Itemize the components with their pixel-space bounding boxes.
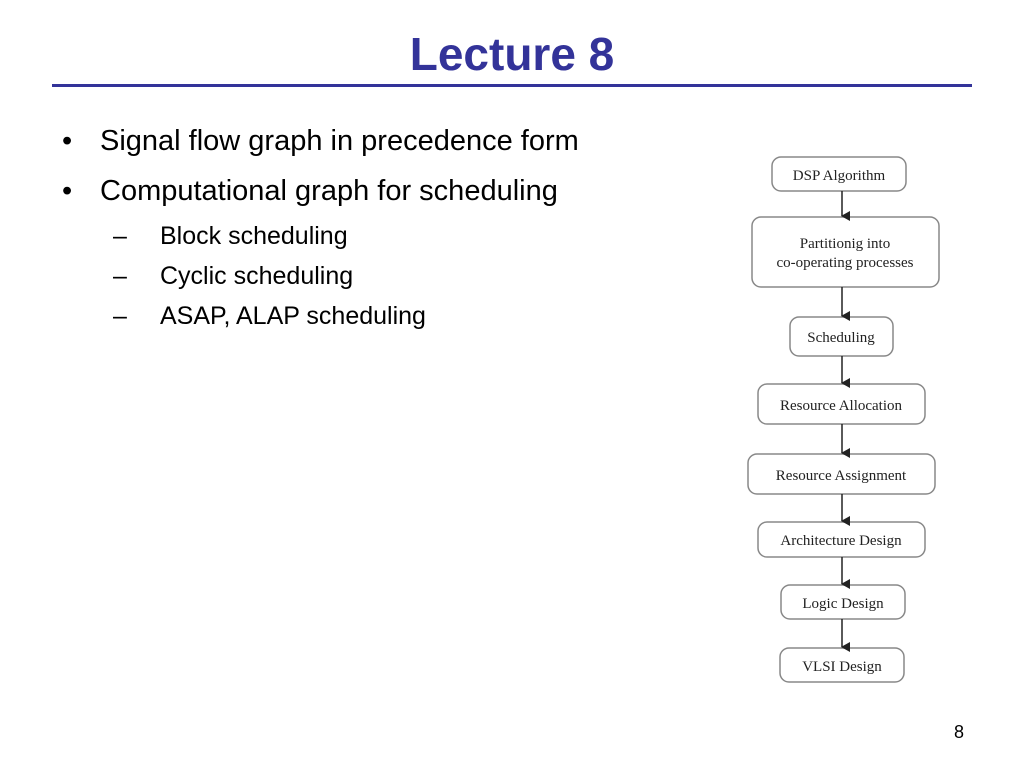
flow-label: Resource Allocation bbox=[780, 398, 903, 414]
flow-box-dsp-algorithm bbox=[771, 156, 907, 192]
bullet-text: Computational graph for scheduling bbox=[100, 175, 558, 207]
sub-bullet-item: Cyclic scheduling bbox=[113, 256, 579, 296]
flow-label: Resource Assignment bbox=[776, 468, 907, 484]
slide-title: Lecture 8 bbox=[409, 28, 615, 80]
design-flow-diagram: DSP Algorithm Partitionig into co-operat… bbox=[747, 156, 940, 683]
sub-bullet-item: Block scheduling bbox=[113, 216, 579, 256]
title-underline bbox=[52, 84, 972, 87]
bullet-item: Signal flow graph in precedence form bbox=[62, 116, 579, 166]
sub-bullet-list: Block scheduling Cyclic scheduling ASAP,… bbox=[100, 216, 579, 336]
bullet-list: Signal flow graph in precedence form Com… bbox=[62, 116, 579, 336]
sub-bullet-item: ASAP, ALAP scheduling bbox=[113, 296, 579, 336]
flow-label: co-operating processes bbox=[776, 255, 913, 271]
flow-label: VLSI Design bbox=[802, 659, 882, 675]
flow-label: Partitionig into bbox=[800, 236, 890, 252]
bullet-item: Computational graph for scheduling Block… bbox=[62, 166, 579, 336]
flow-box-partitioning bbox=[751, 216, 940, 288]
flow-label: Architecture Design bbox=[780, 533, 902, 549]
flow-label: Logic Design bbox=[802, 596, 884, 612]
flow-label: DSP Algorithm bbox=[793, 168, 886, 184]
page-number: 8 bbox=[953, 722, 964, 742]
flow-label: Scheduling bbox=[807, 330, 875, 346]
